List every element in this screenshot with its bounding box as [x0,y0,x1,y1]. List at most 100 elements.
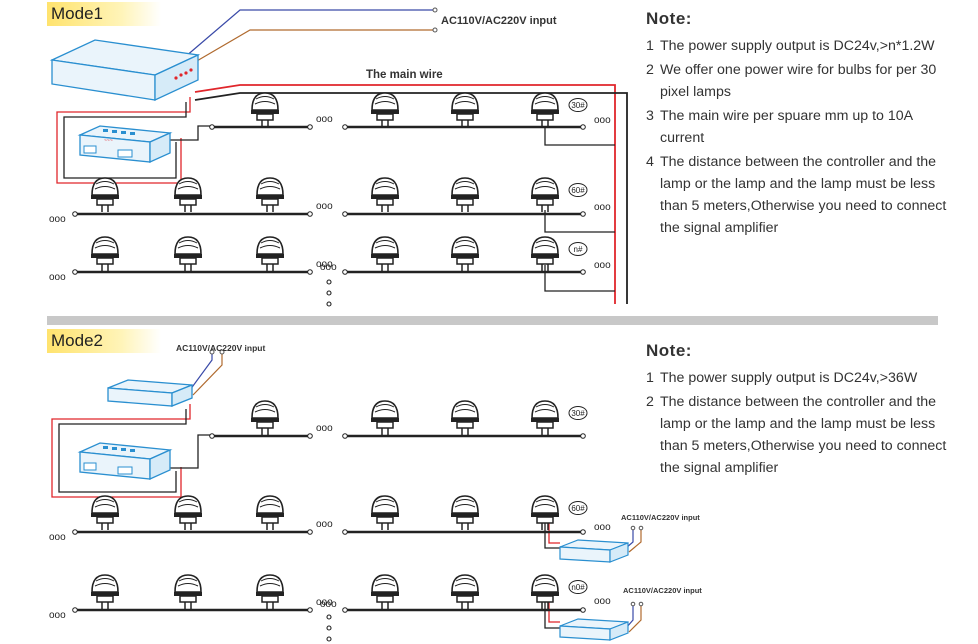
pixel-lamp-icon [174,236,202,271]
power-supply-icon [107,379,193,407]
ellipsis-label: ooo [49,272,66,283]
pixel-lamp-icon [531,574,559,609]
pixel-lamp-icon [451,236,479,271]
vertical-ellipsis-dot [326,301,332,307]
mode1-ac-input-label: AC110V/AC220V input [441,15,557,27]
count-badge [568,242,588,256]
pixel-lamp-icon [371,236,399,271]
vertical-ellipsis-dot [326,636,332,642]
ellipsis-label: ooo [594,115,611,126]
count-badge-label: 30# [571,409,585,418]
pixel-lamp-icon [531,236,559,271]
count-badge-label: 30# [571,101,585,110]
power-supply-icon [559,539,629,563]
count-badge [568,580,588,594]
note-text: The power supply output is DC24v,>36W [660,370,918,386]
pixel-lamp-icon [371,400,399,435]
ellipsis-label: ooo [316,259,333,270]
note-item: 3 The main wire per spuare mm up to 10A … [646,105,956,149]
note-item: 4 The distance between the controller an… [646,151,956,239]
pixel-lamp-icon [371,574,399,609]
mode2-ac-input-label: AC110V/AC220V input [176,343,265,353]
vertical-ellipsis-dot [326,290,332,296]
ellipsis-label: ooo [320,262,337,273]
ellipsis-label: ooo [594,202,611,213]
ellipsis-label: ooo [320,599,337,610]
ellipsis-label: ooo [316,423,333,434]
mode-divider [47,316,938,325]
vertical-ellipsis-dot [326,625,332,631]
extra-supply-label: AC110V/AC220V input [623,586,702,595]
ellipsis-label: ooo [316,114,333,125]
notes-title: Note: [646,341,692,360]
mode2-label: Mode2 [47,329,161,353]
note-text: The main wire per spuare mm up to 10A cu… [660,108,913,146]
note-item: 1 The power supply output is DC24v,>n*1.… [646,35,956,57]
mode1-wiring [56,7,628,304]
notes-title: Note: [646,9,692,28]
note-number: 1 [646,370,654,386]
pixel-lamp-icon [531,92,559,127]
extra-supply-label: AC110V/AC220V input [621,513,700,522]
svg-text:~~~: ~~~ [104,138,113,144]
count-badge [568,183,588,197]
main-wire-label: The main wire [366,69,443,81]
count-badge [568,501,588,515]
vertical-ellipsis-dot [326,279,332,285]
pixel-lamp-icon [531,495,559,530]
pixel-lamp-icon [531,400,559,435]
ellipsis-label: ooo [316,597,333,608]
pixel-lamp-icon [174,574,202,609]
pixel-lamp-icon [371,177,399,212]
count-badge-label: n0# [571,583,585,592]
count-badge-label: 60# [571,504,585,513]
count-badge [568,98,588,112]
count-badge [568,406,588,420]
pixel-lamp-icon [91,574,119,609]
pixel-lamp-icon [371,92,399,127]
ellipsis-label: ooo [594,522,611,533]
note-text: The power supply output is DC24v,>n*1.2W [660,38,935,54]
ellipsis-label: ooo [49,532,66,543]
count-badge-label: n# [574,245,583,254]
note-number: 3 [646,108,654,124]
note-number: 2 [646,394,654,410]
pixel-lamp-icon [91,495,119,530]
count-badge-label: 60# [571,186,585,195]
mode2-notes: Note: 1 The power supply output is DC24v… [646,341,956,481]
pixel-lamp-icon [451,92,479,127]
pixel-lamp-icon [256,574,284,609]
pixel-lamp-icon [256,236,284,271]
power-supply-icon [559,618,629,641]
note-number: 2 [646,62,654,78]
note-item: 1 The power supply output is DC24v,>36W [646,367,956,389]
note-text: The distance between the controller and … [660,394,947,476]
ellipsis-label: ooo [316,201,333,212]
note-number: 4 [646,154,654,170]
note-text: The distance between the controller and … [660,154,947,236]
vertical-ellipsis-dot [326,614,332,620]
pixel-lamp-icon [256,495,284,530]
note-number: 1 [646,38,654,54]
pixel-lamp-icon [451,574,479,609]
note-item: 2 We offer one power wire for bulbs for … [646,59,956,103]
power-supply-icon [49,39,201,102]
pixel-lamp-icon [451,177,479,212]
pixel-lamp-icon [91,236,119,271]
ellipsis-label: ooo [49,214,66,225]
pixel-lamp-icon [174,495,202,530]
mode1-notes: Note: 1 The power supply output is DC24v… [646,9,956,241]
ellipsis-label: ooo [49,610,66,621]
mode1-label: Mode1 [47,2,161,26]
ellipsis-label: ooo [594,596,611,607]
pixel-lamp-icon [174,177,202,212]
ellipsis-label: ooo [316,519,333,530]
controller-icon [77,442,173,481]
pixel-lamp-icon [531,177,559,212]
pixel-lamp-icon [251,400,279,435]
pixel-lamp-icon [371,495,399,530]
pixel-lamp-icon [256,177,284,212]
pixel-lamp-icon [251,92,279,127]
note-item: 2 The distance between the controller an… [646,391,956,479]
